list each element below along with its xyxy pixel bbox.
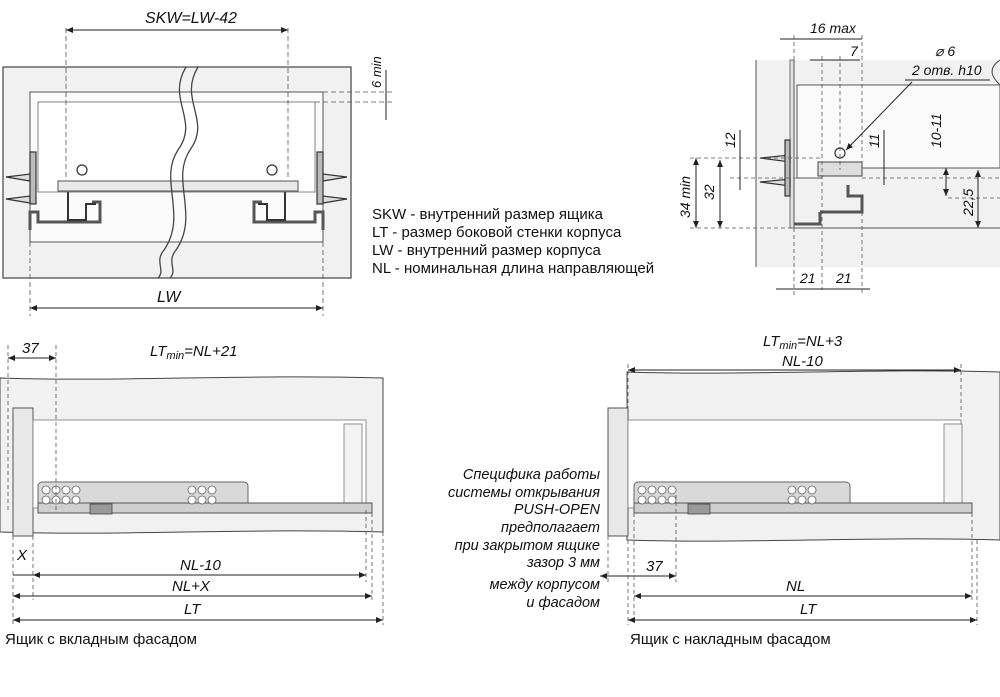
runner-lock-right (687, 503, 711, 515)
x-label: X (16, 547, 28, 564)
d12-label: 12 (722, 132, 738, 148)
hole-leader (845, 81, 913, 151)
runner-holes-left (41, 485, 217, 505)
d7-label: 7 (850, 43, 859, 59)
runner-rail-right (633, 502, 973, 514)
skw-label: SKW=LW-42 (145, 10, 237, 27)
bottom-left-view: 37 LTmin=NL+21 X NL-10 NL+X LT Ящик с вк… (0, 340, 384, 648)
legend-nl: NL - номинальная длина направляющей (372, 260, 654, 277)
note-line-2: системы открывания (448, 485, 600, 501)
top-left-section: SKW=LW-42 6 min LW (2, 10, 395, 316)
legend-lw: LW - внутренний размер корпуса (372, 242, 601, 259)
lt-label-right: LT (800, 601, 818, 618)
break-line-1 (169, 66, 199, 279)
max16-label: 16 max (810, 20, 857, 36)
inset-front (12, 407, 34, 537)
lt-formula-left: LTmin=NL+21 (150, 343, 238, 362)
runner-rail-left (37, 502, 373, 514)
drawer-box (37, 101, 316, 193)
min6-label: 6 min (369, 56, 384, 88)
lt-formula-right: LTmin=NL+3 (763, 333, 843, 352)
d34-label: 34 min (677, 176, 693, 218)
hole-d-label: ⌀ 6 (935, 43, 955, 59)
bottom-right-view: LTmin=NL+3 NL-10 Специфика работы систем… (448, 333, 1000, 648)
nlx-label: NL+X (172, 578, 211, 595)
push-open-note: Специфика работы системы открывания PUSH… (448, 467, 601, 611)
nl10-label-left: NL-10 (180, 557, 222, 574)
d225-label: 22,5 (960, 189, 976, 217)
legend-skw: SKW - внутренний размер ящика (372, 206, 604, 223)
note-line-5: при закрытом ящике (455, 538, 600, 554)
top-right-detail: 16 max 7 ⌀ 6 2 отв. h10 12 32 34 min 11 … (677, 20, 1000, 295)
break-line-2 (157, 66, 187, 279)
nl10-label-right: NL-10 (782, 353, 824, 370)
drawer-back-left (343, 423, 363, 509)
runner-holes-right (637, 485, 817, 505)
note-line-4: предполагает (501, 520, 600, 536)
note-line-1: Специфика работы (463, 467, 600, 483)
overlay-front (607, 407, 629, 537)
detail-runner (794, 185, 864, 226)
d1011-label: 10-11 (928, 113, 944, 148)
nl-label: NL (786, 578, 805, 595)
right-screw-head (266, 164, 278, 176)
d21a-label: 21 (799, 270, 816, 286)
right-clip (258, 192, 286, 221)
lt-label-left: LT (184, 601, 202, 618)
drawer-bottom (57, 180, 299, 192)
d37-label-left: 37 (22, 340, 39, 357)
detail-wall-screws (759, 139, 791, 197)
lw-label: LW (157, 289, 182, 306)
runner-lock-left (89, 503, 113, 515)
caption-right: Ящик с накладным фасадом (630, 631, 831, 648)
d32-label: 32 (701, 184, 717, 200)
note-line-8: и фасадом (526, 595, 600, 611)
d21b-label: 21 (835, 270, 852, 286)
right-runner (252, 200, 325, 230)
drawer-back-right (943, 423, 963, 509)
legend: SKW - внутренний размер ящика LT - разме… (372, 206, 654, 277)
left-screws (5, 151, 37, 205)
legend-lt: LT - размер боковой стенки корпуса (372, 224, 622, 241)
d11-label: 11 (866, 133, 882, 148)
detail-outline (793, 60, 1000, 229)
right-screws (316, 151, 348, 205)
left-clip (67, 192, 96, 221)
note-line-7: между корпусом (490, 577, 600, 593)
caption-left: Ящик с вкладным фасадом (5, 631, 197, 648)
hole-spec-label: 2 отв. h10 (911, 62, 982, 78)
note-line-3: PUSH-OPEN (514, 502, 601, 518)
left-runner (28, 200, 102, 230)
d37-label-right: 37 (646, 558, 663, 575)
left-screw-head (76, 164, 88, 176)
note-line-6: зазор 3 мм (526, 555, 600, 571)
